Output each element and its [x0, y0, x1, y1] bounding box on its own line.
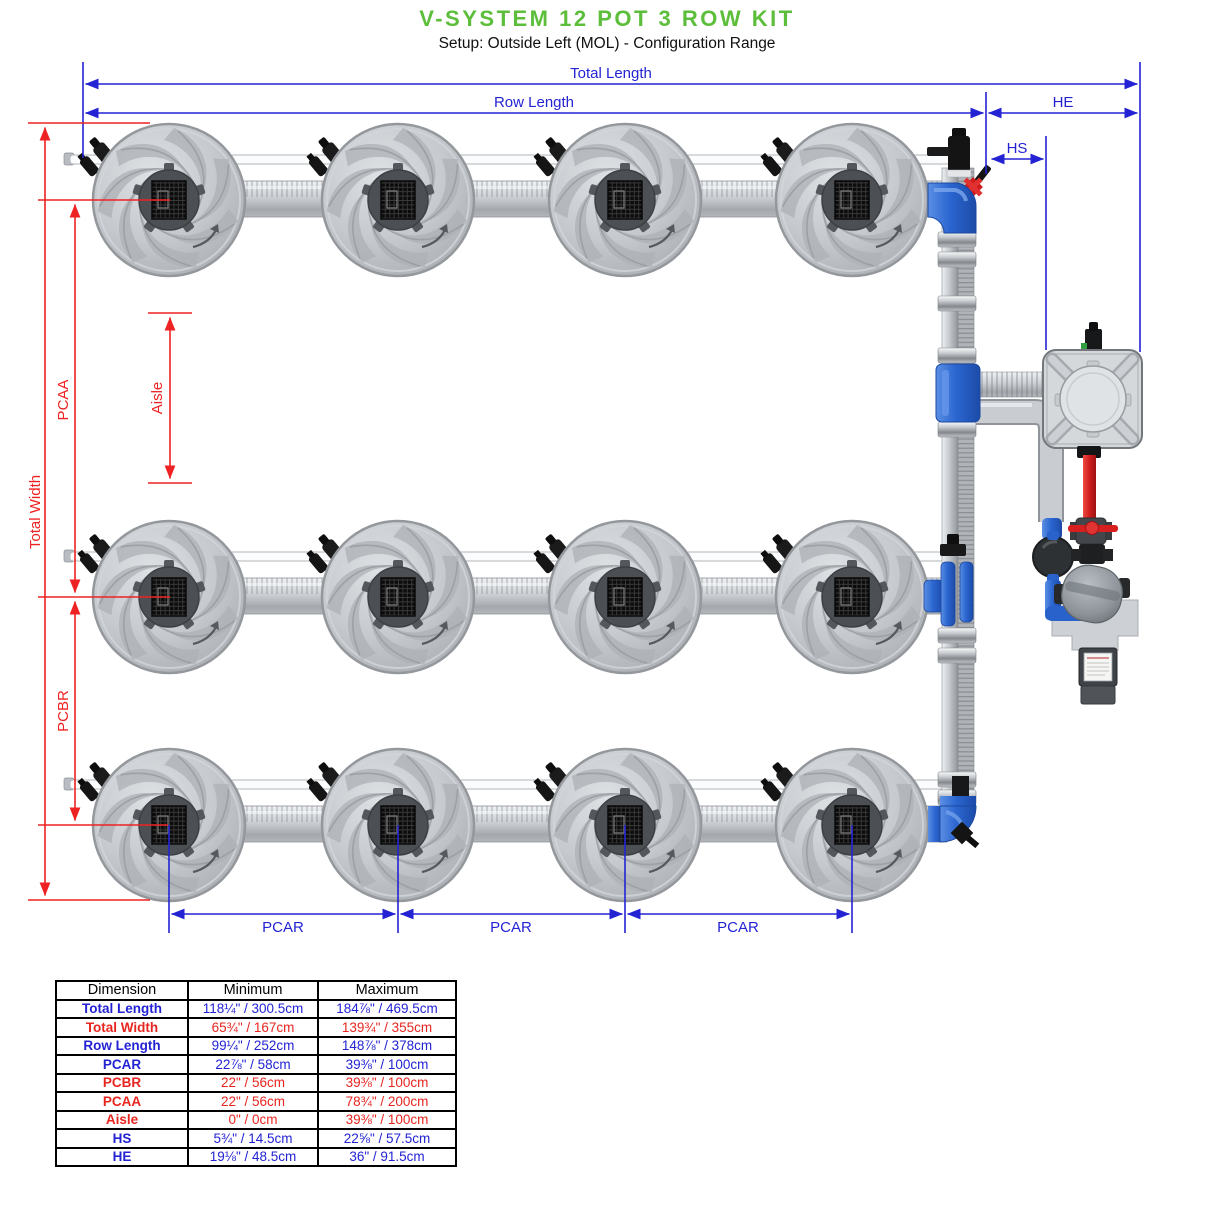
pot — [76, 124, 249, 281]
reservoir — [1042, 322, 1143, 458]
table-row: Row Length 99¼" / 252cm 148⅞" / 378cm — [55, 1035, 457, 1056]
table-row: HS 5¾" / 14.5cm 22⅝" / 57.5cm — [55, 1128, 457, 1149]
col-header-maximum: Maximum — [317, 980, 457, 1001]
pot — [305, 749, 478, 906]
feed-pipe — [976, 399, 1064, 522]
table-header-row: Dimension Minimum Maximum — [55, 980, 457, 1001]
level-indicator — [1081, 343, 1087, 352]
dimensions-table: Dimension Minimum Maximum Total Length 1… — [55, 980, 457, 1167]
table-row: Aisle 0" / 0cm 39⅜" / 100cm — [55, 1109, 457, 1130]
total-length-label: Total Length — [570, 65, 652, 82]
pump-assembly — [1032, 455, 1139, 705]
pcar-label-1: PCAR — [262, 919, 304, 936]
pump-controller — [1078, 647, 1118, 705]
system-diagram: Total Length Row Length HE HS PCAR PCAR … — [27, 62, 1143, 936]
return-manifold — [923, 128, 1143, 849]
shutoff-valve — [927, 128, 972, 178]
table-row: HE 19⅛" / 48.5cm 36" / 91.5cm — [55, 1146, 457, 1167]
blue-dimensions — [82, 62, 1141, 933]
table-row: PCAR 22⅞" / 58cm 39⅜" / 100cm — [55, 1054, 457, 1075]
pot — [532, 124, 705, 281]
pcar-label-2: PCAR — [490, 919, 532, 936]
reservoir-cap — [1085, 329, 1102, 352]
pot — [532, 749, 705, 906]
page-subtitle: Setup: Outside Left (MOL) - Configuratio… — [438, 35, 776, 52]
red-dimensions — [28, 122, 192, 901]
red-ball-valve — [1068, 517, 1118, 564]
table-row: PCBR 22" / 56cm 39⅜" / 100cm — [55, 1072, 457, 1093]
pump — [1054, 564, 1130, 624]
pot — [305, 124, 478, 281]
red-dimension-labels: Total Width PCAA PCBR Aisle — [27, 380, 166, 732]
pot — [759, 124, 932, 281]
aisle-label: Aisle — [149, 382, 166, 415]
he-label: HE — [1053, 94, 1074, 111]
col-header-dimension: Dimension — [55, 980, 189, 1001]
pcbr-label: PCBR — [55, 690, 72, 732]
row2-junction — [923, 534, 974, 627]
pot — [76, 521, 249, 678]
pot — [305, 521, 478, 678]
col-header-minimum: Minimum — [187, 980, 319, 1001]
pot — [76, 749, 249, 906]
red-pipe — [1083, 455, 1096, 521]
pcaa-label: PCAA — [55, 380, 72, 421]
pcar-label-3: PCAR — [717, 919, 759, 936]
pot — [532, 521, 705, 678]
elbow-fitting-row3 — [928, 776, 980, 849]
hs-label: HS — [1007, 140, 1028, 157]
table-row: Total Width 65¾" / 167cm 139¾" / 355cm — [55, 1017, 457, 1038]
blue-dimension-labels: Total Length Row Length HE HS PCAR PCAR … — [262, 65, 1073, 936]
table-row: Total Length 118¼" / 300.5cm 184⅞" / 469… — [55, 998, 457, 1019]
page-title: V-SYSTEM 12 POT 3 ROW KIT — [419, 6, 795, 31]
row-length-label: Row Length — [494, 94, 574, 111]
total-width-label: Total Width — [27, 475, 44, 549]
pot — [759, 749, 932, 906]
pot — [759, 521, 932, 678]
table-row: PCAA 22" / 56cm 78¾" / 200cm — [55, 1091, 457, 1112]
